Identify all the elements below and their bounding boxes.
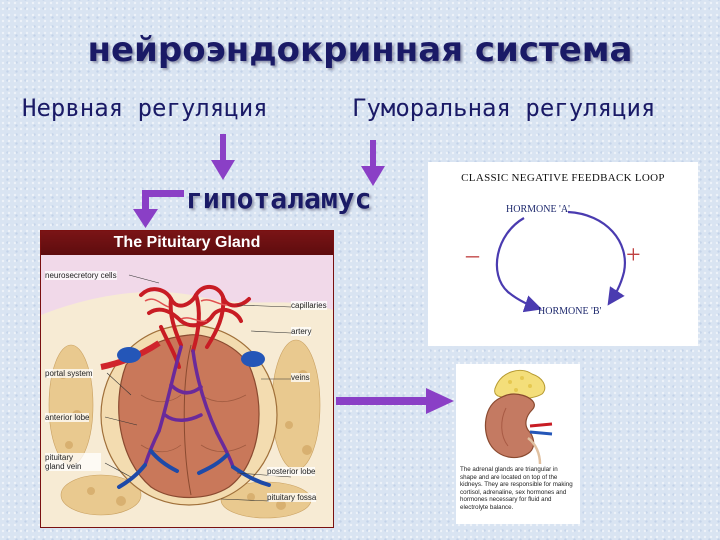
hormone-a-label: HORMONE 'A' (506, 204, 570, 215)
pituitary-header: The Pituitary Gland (41, 231, 333, 255)
label-pituitary-fossa: pituitary fossa (267, 493, 317, 502)
adrenal-caption: The adrenal glands are triangular in sha… (460, 466, 573, 511)
label-neurosecretory-cells: neurosecretory cells (45, 271, 117, 280)
kidney-adrenal-illustration (484, 370, 553, 464)
label-pituitary-gland-vein: pituitary gland vein (45, 453, 101, 471)
down-arrow-right-icon (361, 140, 385, 186)
hormone-b-label: HORMONE 'B' (538, 306, 602, 317)
plus-sign: + (626, 240, 641, 269)
down-arrow-left-icon (211, 134, 235, 180)
label-anterior-lobe: anterior lobe (45, 413, 90, 422)
label-posterior-lobe: posterior lobe (267, 467, 316, 476)
feedback-loop-panel: CLASSIC NEGATIVE FEEDBACK LOOP HORMONE '… (428, 162, 698, 346)
pituitary-gland-panel: The Pituitary Gland (40, 230, 334, 528)
hypothalamus-label: гипоталамус (186, 182, 372, 215)
page-title: нейроэндокринная система (87, 30, 633, 70)
nervous-regulation-heading: Нервная регуляция (22, 94, 268, 122)
humoral-regulation-heading: Гуморальная регуляция (352, 94, 656, 122)
elbow-arrow-icon (133, 190, 184, 228)
minus-sign: – (466, 240, 479, 269)
adrenal-gland-panel: The adrenal glands are triangular in sha… (456, 364, 580, 524)
feedback-loop-title: CLASSIC NEGATIVE FEEDBACK LOOP (461, 172, 665, 184)
label-capillaries: capillaries (291, 301, 327, 310)
feedback-loop-arrows (495, 210, 627, 313)
label-veins: veins (291, 373, 310, 382)
pituitary-illustration (41, 255, 333, 527)
label-portal-system: portal system (45, 369, 93, 378)
label-artery: artery (291, 327, 312, 336)
right-arrow-icon (336, 388, 454, 414)
